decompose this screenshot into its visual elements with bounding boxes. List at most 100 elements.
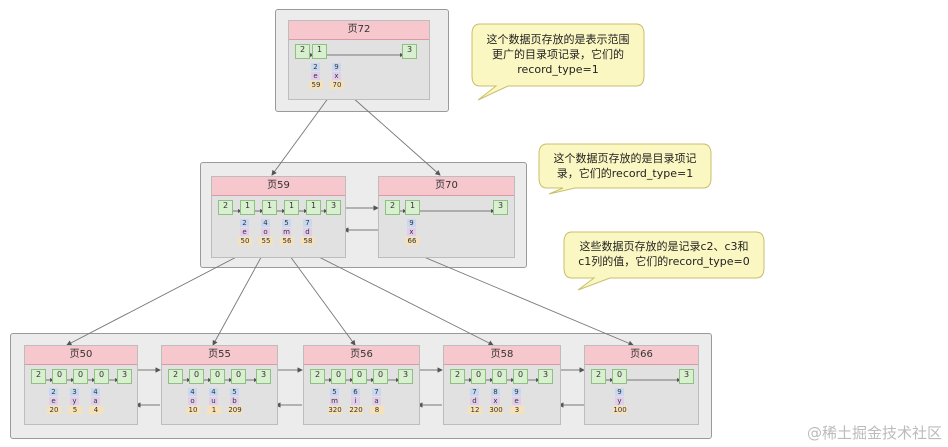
c2-value: 7	[470, 388, 479, 396]
c1-value: 100	[613, 406, 627, 414]
callout-leaf-line-2: c1列的值，它们的record_type=0	[578, 255, 750, 268]
c3-value: a	[91, 397, 100, 405]
supremum-record: 3	[326, 200, 341, 215]
page-title: 页66	[585, 346, 698, 365]
c1-value: 56	[280, 237, 294, 245]
c3-value: m	[282, 228, 291, 236]
record-header: 0	[612, 369, 627, 384]
infimum-record: 2	[168, 369, 183, 384]
pointer-59-to-56	[286, 251, 356, 346]
c2-value: 5	[230, 388, 239, 396]
pointer-59-to-58	[308, 251, 494, 346]
supremum-record: 3	[493, 200, 508, 215]
record-header: 1	[306, 200, 321, 215]
c1-value: 4	[89, 406, 103, 414]
supremum-record: 3	[538, 369, 553, 384]
callout-internal-line-2: 录，它们的record_type=1	[556, 167, 694, 180]
c2-value: 9	[332, 63, 341, 71]
c3-value: e	[311, 72, 320, 80]
c3-value: y	[615, 397, 624, 405]
callout-root-level: 这个数据页存放的是表示范围 更广的目录项记录，它们的 record_type=1	[468, 20, 648, 102]
page-title: 页56	[304, 346, 419, 365]
c1-value: 5	[68, 406, 82, 414]
infimum-record: 2	[310, 369, 325, 384]
c1-value: 3	[510, 406, 524, 414]
record-header: 0	[231, 369, 246, 384]
c3-value: e	[512, 397, 521, 405]
c3-value: m	[330, 397, 339, 405]
pointer-72-to-59	[271, 96, 330, 176]
c2-value: 4	[188, 388, 197, 396]
c3-value: d	[303, 228, 312, 236]
c1-value: 209	[228, 406, 242, 414]
record-header: 1	[284, 200, 299, 215]
page-title: 页72	[289, 21, 429, 40]
callout-internal-level: 这个数据页存放的是目录项记 录，它们的record_type=1	[535, 140, 715, 196]
record-header: 0	[331, 369, 346, 384]
c1-value: 1	[207, 406, 221, 414]
c1-value: 8	[370, 406, 384, 414]
page-title: 页50	[25, 346, 137, 365]
infimum-record: 2	[450, 369, 465, 384]
c2-value: 9	[615, 388, 624, 396]
c3-value: a	[372, 397, 381, 405]
supremum-record: 3	[679, 369, 694, 384]
c3-value: e	[240, 228, 249, 236]
pointer-59-to-50	[66, 251, 247, 346]
infimum-record: 2	[385, 200, 400, 215]
c1-value: 50	[238, 237, 252, 245]
c2-value: 8	[491, 388, 500, 396]
c2-value: 4	[261, 219, 270, 227]
watermark: @稀土掘金技术社区	[806, 424, 942, 442]
record-header: 0	[471, 369, 486, 384]
c2-value: 4	[91, 388, 100, 396]
c2-value: 5	[330, 388, 339, 396]
callout-leaf-level: 这些数据页存放的是记录c2、c3和 c1列的值，它们的record_type=0	[560, 228, 768, 292]
callout-internal-line-1: 这个数据页存放的是目录项记	[553, 152, 697, 165]
page-title: 页55	[162, 346, 277, 365]
callout-shape	[471, 23, 645, 101]
c1-value: 10	[186, 406, 200, 414]
c1-value: 70	[330, 81, 344, 89]
record-header: 0	[492, 369, 507, 384]
c1-value: 12	[468, 406, 482, 414]
supremum-record: 3	[402, 44, 417, 59]
c3-value: e	[49, 397, 58, 405]
c1-value: 58	[301, 237, 315, 245]
record-header: 0	[513, 369, 528, 384]
c2-value: 3	[70, 388, 79, 396]
record-header: 1	[240, 200, 255, 215]
record-header: 0	[189, 369, 204, 384]
pointer-59-to-55	[212, 251, 265, 346]
c3-value: y	[70, 397, 79, 405]
c2-value: 9	[407, 219, 416, 227]
c1-value: 300	[489, 406, 503, 414]
pointer-70-to-66	[411, 251, 634, 346]
c2-value: 4	[209, 388, 218, 396]
page-title: 页59	[212, 177, 345, 196]
infimum-record: 2	[218, 200, 233, 215]
c1-value: 220	[349, 406, 363, 414]
pointer-72-to-70	[351, 96, 441, 176]
c3-value: u	[209, 397, 218, 405]
c2-value: 2	[240, 219, 249, 227]
infimum-record: 2	[591, 369, 606, 384]
supremum-record: 3	[256, 369, 271, 384]
c3-value: o	[261, 228, 270, 236]
record-header: 1	[262, 200, 277, 215]
c1-value: 20	[47, 406, 61, 414]
record-header: 1	[405, 200, 420, 215]
c3-value: o	[188, 397, 197, 405]
c1-value: 59	[309, 81, 323, 89]
c2-value: 7	[303, 219, 312, 227]
record-header: 0	[73, 369, 88, 384]
c3-value: b	[230, 397, 239, 405]
